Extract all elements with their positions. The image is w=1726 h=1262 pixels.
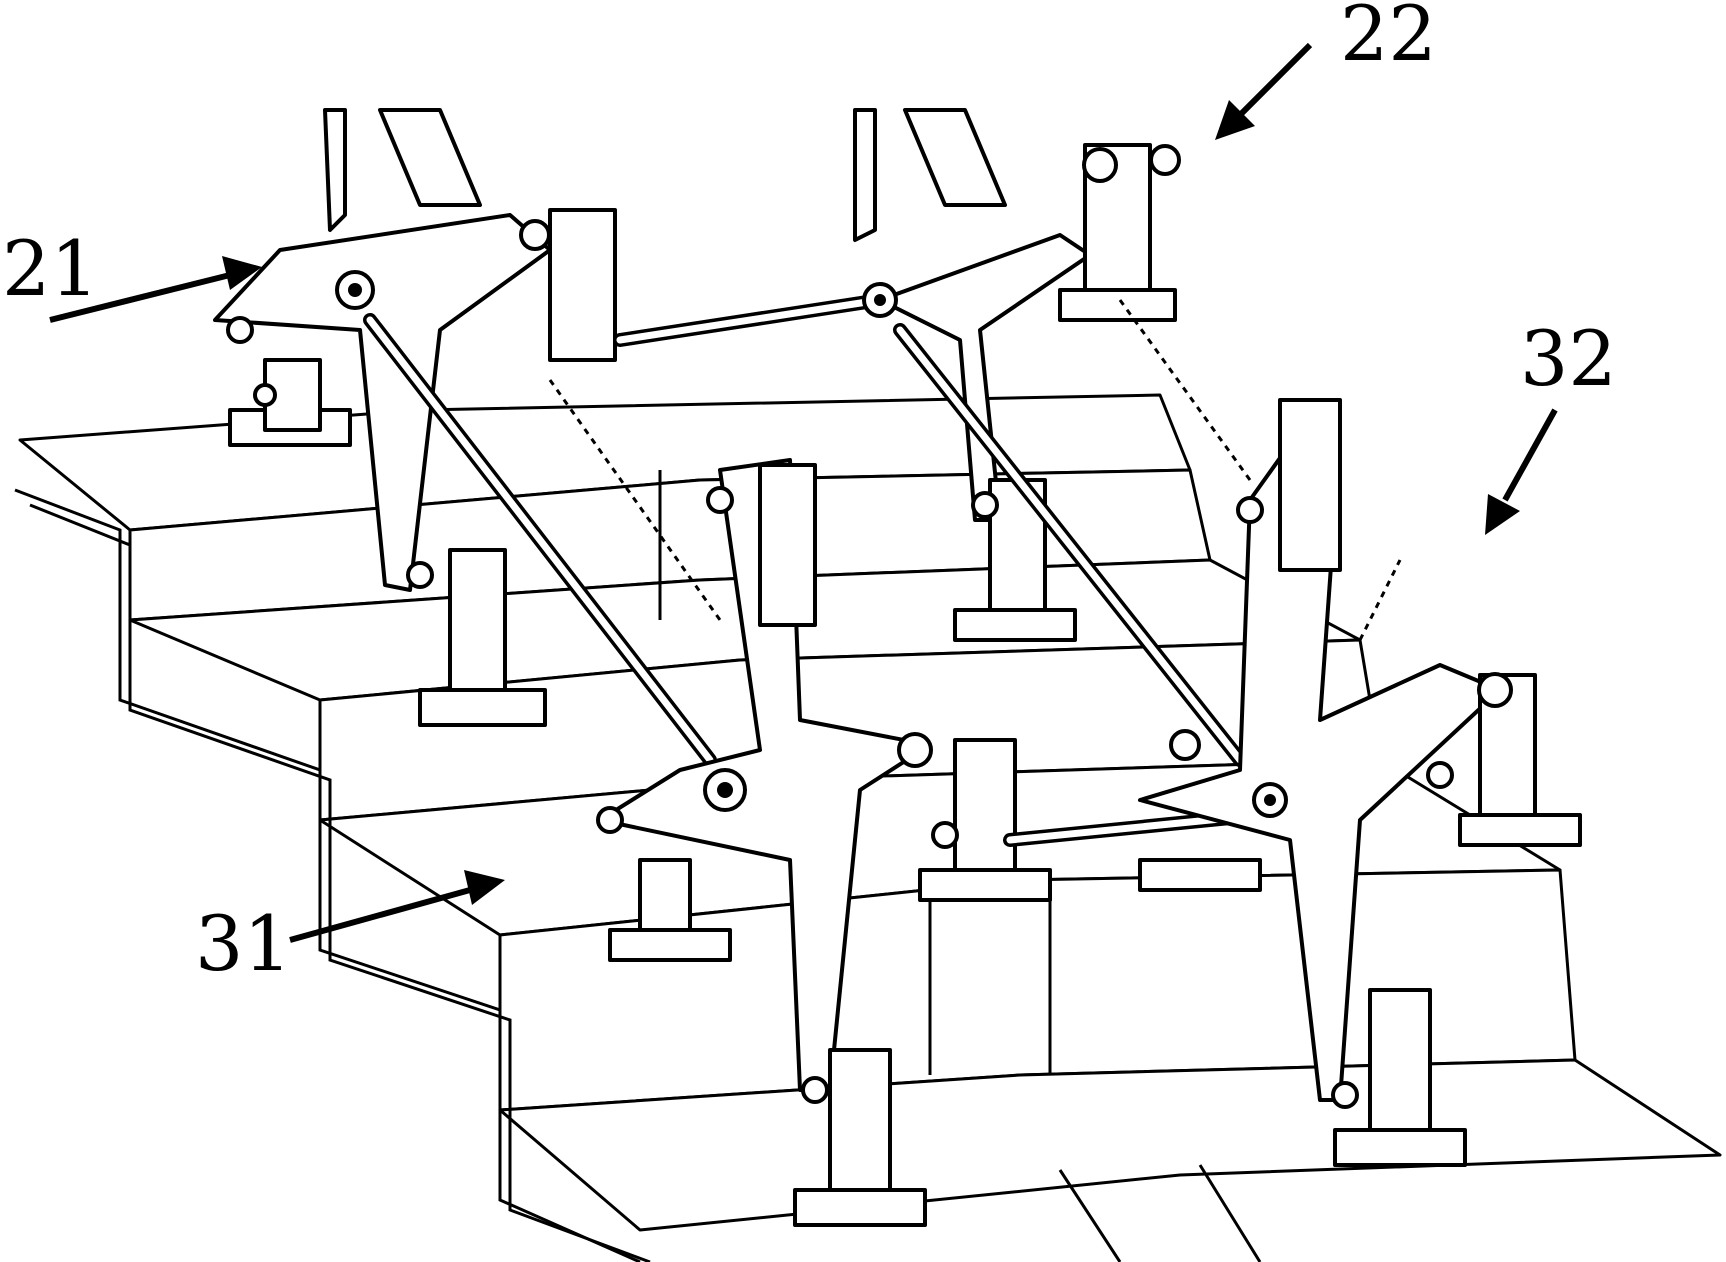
lower-right-hidden-link bbox=[1358, 559, 1402, 641]
upper-right-pin-c bbox=[1149, 144, 1181, 176]
label-32: 32 bbox=[1520, 314, 1617, 403]
stair-side-outline-inner bbox=[29, 503, 651, 1262]
lower-right-pin-c bbox=[1426, 761, 1454, 789]
arrow-22 bbox=[1237, 42, 1313, 118]
upper-right-pin-b bbox=[1082, 147, 1118, 183]
arrow-21 bbox=[49, 272, 231, 323]
upper-right-pin-d bbox=[971, 491, 999, 519]
lower-right-bottom-foot bbox=[1333, 1128, 1467, 1167]
stair-tile-seams bbox=[658, 470, 1262, 1262]
lower-left-pin-a bbox=[596, 806, 624, 834]
lower-right-rear-foot bbox=[1138, 858, 1262, 892]
upper-right-frame-slot bbox=[903, 108, 1007, 207]
lower-left-hinge-block bbox=[953, 738, 1017, 882]
arrow-21-head bbox=[222, 256, 262, 290]
upper-left-lower-foot bbox=[418, 688, 547, 727]
upper-right-frame-column bbox=[853, 108, 877, 242]
arrow-31 bbox=[289, 887, 471, 943]
lower-right-pin-f bbox=[1169, 729, 1201, 761]
lower-left-hinge-foot bbox=[918, 868, 1052, 902]
upper-left-bracket bbox=[548, 208, 617, 362]
reference-arrows bbox=[49, 42, 1558, 943]
upper-left-cross-plate bbox=[213, 213, 552, 592]
label-31: 31 bbox=[195, 899, 292, 988]
upper-left-frame-column bbox=[323, 108, 347, 232]
upper-left-hidden-link bbox=[548, 379, 722, 621]
upper-right-pin-a-dot bbox=[874, 294, 886, 306]
lower-right-bottom-bracket bbox=[1368, 988, 1432, 1142]
label-22: 22 bbox=[1340, 0, 1437, 78]
lower-left-pin-b-dot bbox=[717, 782, 733, 798]
upper-right-lower-foot bbox=[953, 608, 1077, 642]
stair-side-outline bbox=[14, 488, 641, 1262]
lower-left-pin-e bbox=[801, 1076, 829, 1104]
lower-right-pin-d bbox=[1477, 672, 1513, 708]
upper-left-post bbox=[263, 358, 322, 432]
lower-right-side-foot bbox=[1458, 813, 1582, 847]
upper-left-pin-a bbox=[226, 316, 254, 344]
lower-left-pin-f bbox=[931, 821, 959, 849]
lower-right-pin-b-dot bbox=[1264, 794, 1276, 806]
lower-right-pin-a bbox=[1236, 496, 1264, 524]
upper-left-lower-bracket bbox=[448, 548, 507, 702]
lower-left-rear-foot bbox=[608, 928, 732, 962]
lower-left-bottom-foot bbox=[793, 1188, 927, 1227]
lower-right-pin-e bbox=[1331, 1081, 1359, 1109]
arrow-32 bbox=[1502, 408, 1558, 502]
upper-right-hidden-link bbox=[1118, 299, 1252, 481]
lower-left-pin-d bbox=[897, 732, 933, 768]
upper-right-diagonal-rod-inner bbox=[896, 326, 1244, 764]
lower-left-cross-plate bbox=[598, 458, 932, 1092]
arrow-32-head bbox=[1485, 494, 1520, 535]
upper-right-cross-link bbox=[878, 233, 1092, 522]
upper-leg-unit-left bbox=[213, 108, 887, 767]
upper-connecting-rod-inner bbox=[616, 296, 884, 344]
arrow-22-head bbox=[1215, 100, 1255, 140]
lower-leg-unit-left bbox=[596, 458, 1267, 1227]
arrow-31-head bbox=[464, 870, 505, 905]
lower-left-bottom-bracket bbox=[828, 1048, 892, 1202]
upper-left-pin-c bbox=[519, 219, 551, 251]
upper-leg-unit-right bbox=[853, 108, 1252, 767]
lower-left-pin-c bbox=[706, 486, 734, 514]
lower-left-top-bracket bbox=[758, 463, 817, 627]
upper-left-frame-slot bbox=[378, 108, 482, 207]
lower-leg-unit-right bbox=[1138, 398, 1582, 1167]
upper-right-foot bbox=[1058, 288, 1177, 322]
label-21: 21 bbox=[2, 224, 99, 313]
upper-left-pin-b-dot bbox=[348, 283, 362, 297]
lower-right-top-bracket bbox=[1278, 398, 1342, 572]
upper-left-pin-e bbox=[253, 383, 277, 407]
upper-left-diagonal-rod-inner bbox=[366, 316, 714, 764]
upper-left-pin-d bbox=[406, 561, 434, 589]
